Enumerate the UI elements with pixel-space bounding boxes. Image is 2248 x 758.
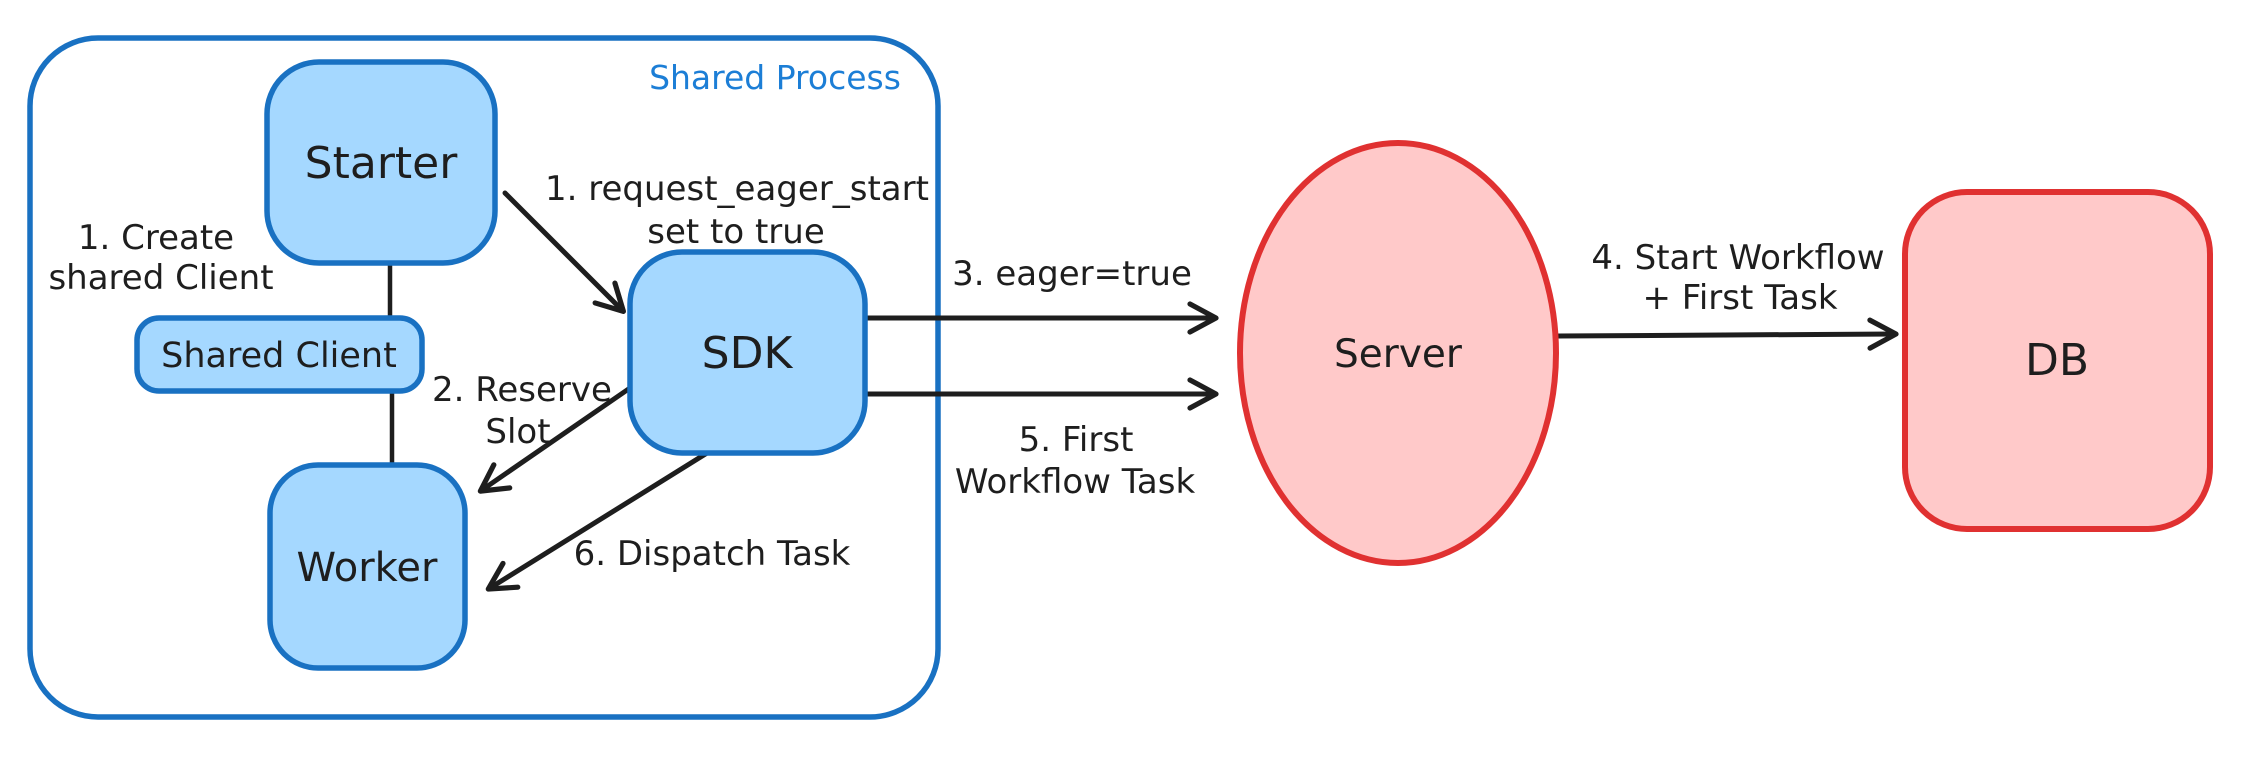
worker-node: Worker xyxy=(267,462,468,671)
starter-box xyxy=(264,59,498,266)
annotation-first-workflow-task-line1: 5. First xyxy=(1019,420,1134,460)
annotation-reserve-slot: 2. Reserve Slot xyxy=(432,370,612,452)
server-circle xyxy=(1237,140,1559,566)
annotation-create-shared-client-line2: shared Client xyxy=(48,258,273,298)
annotation-request-eager-start-line2: set to true xyxy=(647,212,825,252)
db-node: DB xyxy=(1902,189,2213,532)
db-box xyxy=(1902,189,2213,532)
arrow-sdk-to-worker-reserve-slot xyxy=(477,385,633,494)
arrow-sdk-to-worker-dispatch-task xyxy=(485,450,710,592)
shared-client-label: Shared Client xyxy=(161,336,397,376)
annotation-start-workflow: 4. Start Workflow + First Task xyxy=(1591,238,1884,318)
annotation-reserve-slot-line1: 2. Reserve xyxy=(432,370,612,410)
annotation-first-workflow-task: 5. First Workflow Task xyxy=(955,420,1196,502)
arrow-server-to-db xyxy=(1555,317,1899,351)
annotation-reserve-slot-line2: Slot xyxy=(485,412,550,452)
annotation-create-shared-client: 1. Create shared Client xyxy=(48,218,273,298)
sdk-box xyxy=(627,249,868,456)
annotation-create-shared-client-line1: 1. Create xyxy=(78,218,234,258)
annotation-start-workflow-line2: + First Task xyxy=(1642,278,1837,318)
starter-node: Starter xyxy=(264,59,498,266)
sdk-node: SDK xyxy=(627,249,868,456)
shared-process-title: Shared Process xyxy=(649,58,901,97)
annotation-start-workflow-line1: 4. Start Workflow xyxy=(1591,238,1884,278)
shared-client-node: Shared Client xyxy=(134,315,425,394)
shared-client-box xyxy=(134,315,425,394)
annotation-first-workflow-task-line2: Workflow Task xyxy=(955,462,1196,502)
starter-label: Starter xyxy=(305,138,459,189)
shared-process-container xyxy=(27,35,941,720)
annotation-request-eager-start: 1. request_eager_start set to true xyxy=(545,169,929,252)
annotation-request-eager-start-line1: 1. request_eager_start xyxy=(545,169,929,209)
db-label: DB xyxy=(2025,335,2089,386)
server-node: Server xyxy=(1237,140,1559,566)
annotation-dispatch-task: 6. Dispatch Task xyxy=(574,534,851,574)
annotation-eager-true: 3. eager=true xyxy=(952,254,1192,294)
server-label: Server xyxy=(1334,332,1463,377)
worker-box xyxy=(267,462,468,671)
arrow-starter-to-sdk xyxy=(502,190,627,315)
sdk-label: SDK xyxy=(702,328,794,379)
worker-label: Worker xyxy=(297,545,438,591)
